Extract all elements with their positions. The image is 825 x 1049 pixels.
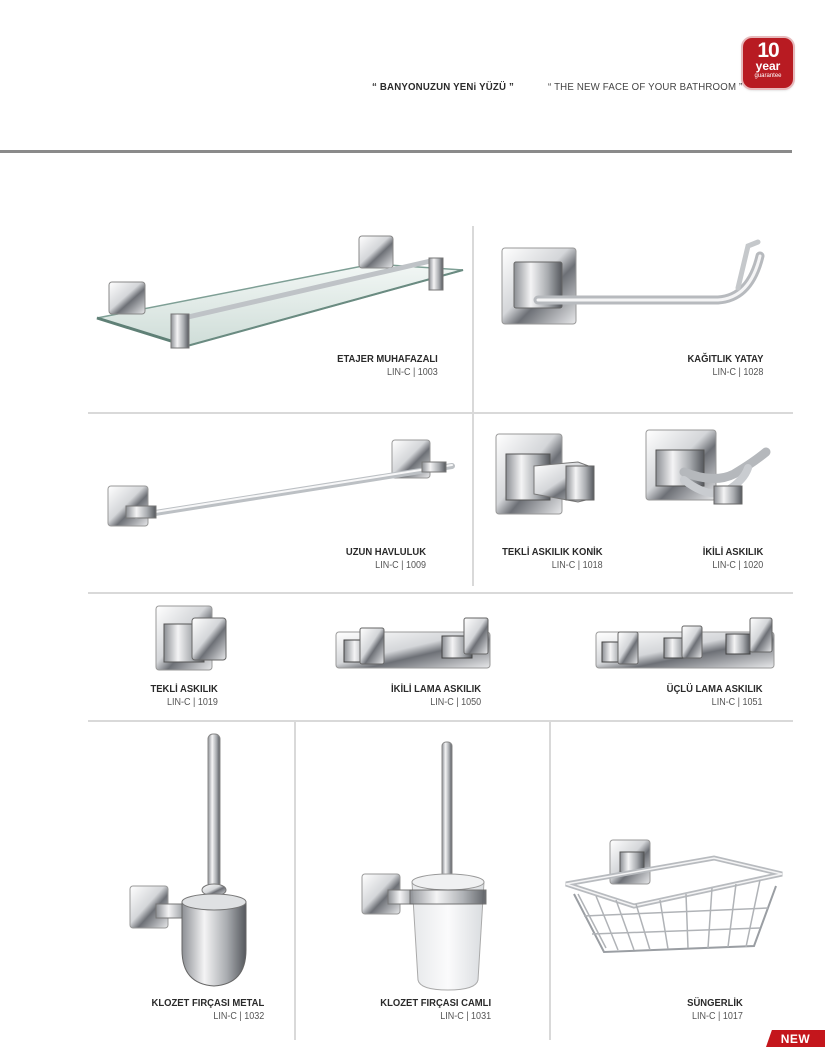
grid-divider	[88, 412, 793, 414]
single-hook-conic-icon	[495, 433, 595, 515]
product-code: LIN-C | 1020	[712, 560, 763, 571]
product-name: KLOZET FIRÇASI METAL	[151, 997, 264, 1009]
product-code: LIN-C | 1050	[430, 697, 481, 708]
product-code: LIN-C | 1051	[712, 697, 763, 708]
product-name: KLOZET FIRÇASI CAMLI	[380, 997, 491, 1009]
badge-number: 10	[757, 39, 779, 62]
paper-holder-icon	[501, 239, 765, 325]
badge-year: year	[755, 59, 781, 73]
double-hook-icon	[645, 429, 771, 505]
slogan-english: “ THE NEW FACE OF YOUR BATHROOM ”	[548, 81, 743, 93]
product-caption: TEKLİ ASKILIK LIN-C | 1019	[143, 682, 218, 710]
product-caption: UZUN HAVLULUK LIN-C | 1009	[337, 545, 426, 573]
grid-divider	[88, 720, 793, 722]
badge-guarantee: guarantee	[754, 73, 782, 79]
product-caption: ETAJER MUHAFAZALI LIN-C | 1003	[326, 352, 438, 380]
product-caption: ÜÇLÜ LAMA ASKILIK LIN-C | 1051	[656, 682, 763, 710]
grid-divider	[472, 226, 474, 586]
product-code: LIN-C | 1003	[387, 367, 438, 378]
grid-divider	[88, 592, 793, 594]
product-code: LIN-C | 1009	[375, 560, 426, 571]
product-code: LIN-C | 1019	[167, 697, 218, 708]
product-caption: KAĞITLIK YATAY LIN-C | 1028	[679, 352, 763, 380]
toilet-brush-glass-icon	[361, 741, 487, 991]
header-divider	[0, 150, 792, 153]
product-name: UZUN HAVLULUK	[345, 546, 426, 558]
guarantee-badge: 10 year guarantee	[743, 38, 793, 88]
product-caption: SÜNGERLİK LIN-C | 1017	[681, 996, 743, 1024]
product-name: ETAJER MUHAFAZALI	[337, 353, 438, 365]
product-name: ÜÇLÜ LAMA ASKILIK	[667, 683, 763, 695]
product-name: TEKLİ ASKILIK	[150, 683, 218, 695]
product-name: İKİLİ ASKILIK	[702, 546, 763, 558]
grid-divider	[549, 722, 551, 1040]
product-name: KAĞITLIK YATAY	[687, 353, 763, 365]
grid-divider	[294, 722, 296, 1040]
double-hook-rail-icon	[335, 617, 491, 669]
sponge-basket-icon	[565, 839, 783, 954]
product-name: TEKLİ ASKILIK KONİK	[502, 546, 603, 558]
product-code: LIN-C | 1031	[440, 1011, 491, 1022]
product-caption: İKİLİ ASKILIK LIN-C | 1020	[696, 545, 763, 573]
product-code: LIN-C | 1032	[213, 1011, 264, 1022]
product-name: İKİLİ LAMA ASKILIK	[390, 683, 481, 695]
product-caption: İKİLİ LAMA ASKILIK LIN-C | 1050	[381, 682, 481, 710]
product-code: LIN-C | 1018	[552, 560, 603, 571]
toilet-brush-metal-icon	[129, 733, 247, 987]
product-caption: TEKLİ ASKILIK KONİK LIN-C | 1018	[491, 545, 603, 573]
glass-shelf-icon	[96, 235, 464, 349]
product-code: LIN-C | 1017	[692, 1011, 743, 1022]
product-code: LIN-C | 1028	[712, 367, 763, 378]
single-hook-icon	[155, 605, 227, 671]
product-caption: KLOZET FIRÇASI CAMLI LIN-C | 1031	[368, 996, 491, 1024]
slogan-turkish: “ BANYONUZUN YENi YÜZÜ ”	[372, 81, 514, 93]
product-caption: KLOZET FIRÇASI METAL LIN-C | 1032	[139, 996, 264, 1024]
triple-hook-rail-icon	[595, 617, 775, 669]
product-name: SÜNGERLİK	[687, 997, 743, 1009]
new-tag: NEW	[766, 1030, 825, 1047]
towel-bar-icon	[107, 439, 455, 527]
